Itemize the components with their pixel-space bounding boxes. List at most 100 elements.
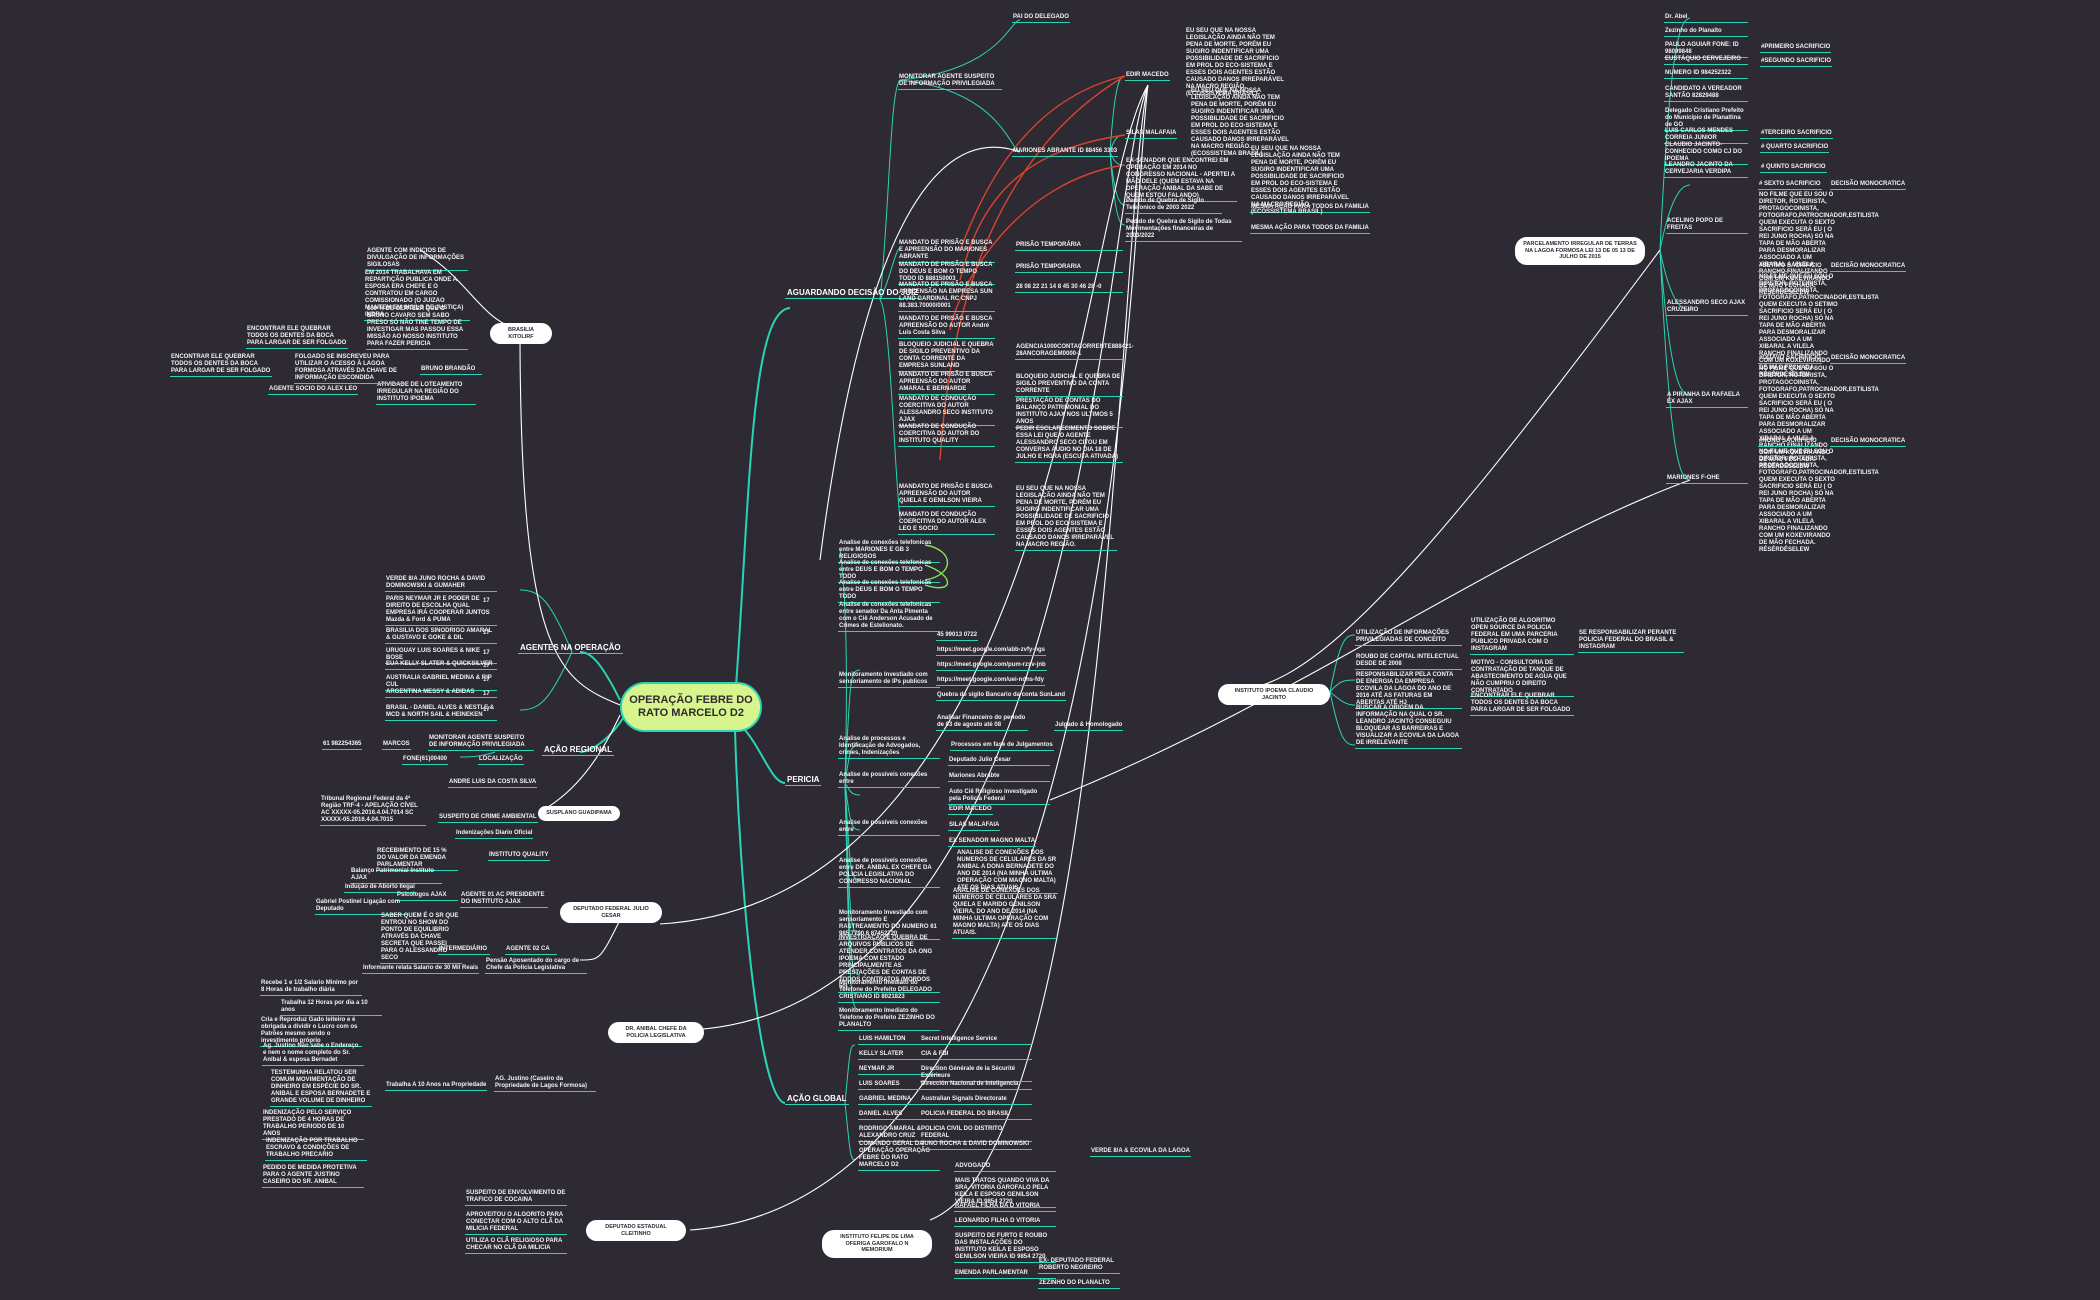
ip-item[interactable]: https://meet.google.com/uei-ndns-fdy	[936, 677, 1046, 686]
ip-item[interactable]: https://meet.google.com/abb-zvfy-ngs	[936, 647, 1047, 656]
brasilia-item[interactable]: ATIVIDADE DE LOTEAMENTO IRREGULAR NA REG…	[376, 382, 476, 405]
mandado-detail[interactable]: PRISÃO TEMPORARIA	[1015, 264, 1123, 273]
right-group-tag[interactable]: #NONO SACRIFICIO	[1758, 438, 1818, 447]
ipoema-detail[interactable]: MOTIVO - CONSULTORIA DE CONTRATAÇÃO DE T…	[1470, 660, 1574, 697]
ipoema-item[interactable]: BUSCAR A ORIGEM DA INFORMAÇÃO NA QUAL O …	[1355, 705, 1462, 749]
mandado-detail[interactable]: PRESTAÇÃO DE CONTAS DO BALANÇO PATRIMONI…	[1015, 398, 1123, 428]
estadual-item[interactable]: SUSPEITO DE ENVOLVIMENTO DE TRAFICO DE C…	[465, 1190, 567, 1206]
ipoema-item[interactable]: UTILIZAÇÃO DE INFORMAÇÕES PRIVILEGIADAS …	[1355, 630, 1462, 646]
right-group-label[interactable]: MARIONES F-OHE	[1666, 475, 1748, 484]
suspeito-item[interactable]: Indenizações Diario Oficial	[455, 830, 534, 839]
brasilia-item[interactable]: 100 % DE CERTEZA QUE O BRUNO CAVARO SEM …	[366, 306, 468, 350]
ipoema-detail[interactable]: ENCONTRAR ELE QUEBRAR TODOS OS DENTES DA…	[1470, 693, 1574, 716]
mandado-item[interactable]: BLOQUEIO JUDICIAL E QUEBRA DE SIGILO PRE…	[898, 342, 995, 372]
brasilia-side-item[interactable]: AGENTE SOCIO DO ALEX LEO	[268, 386, 359, 395]
right-group-tag[interactable]: #SETIMO SACRIFICIO	[1758, 263, 1823, 272]
branch-acao-regional[interactable]: AÇÃO REGIONAL	[542, 745, 614, 756]
anibal-mid-item[interactable]: Informante relata Salario de 30 Mil Reai…	[362, 965, 480, 974]
global-item[interactable]: COMANDO GERAL DA OPERAÇÃO OPERAÇÃO FEBRE…	[858, 1141, 940, 1171]
right-group-decision[interactable]: DECISÃO MONOCRATICA	[1830, 355, 1907, 364]
anibal-item[interactable]: INDENIZAÇÃO POR TRABALHO ESCRAVO & CONDI…	[265, 1138, 367, 1161]
right-list-tag[interactable]: # QUINTO SACRIFICIO	[1760, 164, 1827, 173]
anibal-item[interactable]: Recebe 1 e 1/2 Salario Minimo por 8 Hora…	[260, 980, 362, 996]
suspeito-item[interactable]: Tribunal Regional Federal da 4ª Região T…	[320, 796, 426, 826]
deputado-item[interactable]: Balanço Patrimonial Instituto AJAX	[350, 868, 442, 884]
pericia-item[interactable]: Analise de conexões telefonicas entre DE…	[838, 580, 940, 603]
node-pai-delegado[interactable]: PAI DO DELEGADO	[1012, 14, 1070, 23]
right-list-item[interactable]: Delegado Cristiano Prefeito do Município…	[1664, 108, 1748, 131]
mandado-detail[interactable]: AGENCIA1000CONTACORRENTE888421-28ANCORAG…	[1015, 344, 1134, 360]
rastreamento-detail[interactable]: ANALISE DE CONEXÕES DOS NUMEROS DE CELUL…	[952, 888, 1058, 939]
anibal-item[interactable]: PEDIDO DE MEDIDA PROTETIVA PARA O AGENTE…	[262, 1165, 364, 1188]
global-item[interactable]: NEYMAR JR	[858, 1066, 940, 1075]
anibal-item[interactable]: Cria e Reproduz Gado leiteiro e é obriga…	[260, 1017, 362, 1047]
brasilia-item[interactable]: ENCONTRAR ELE QUEBRAR TODOS OS DENTES DA…	[246, 326, 348, 349]
estadual-item[interactable]: UTILIZA O CLÃ RELIGIOSO PARA CHECAR NO C…	[465, 1238, 567, 1254]
node-edir-macedo[interactable]: EDIR MACEDO	[1125, 72, 1170, 81]
ip-financeiro[interactable]: Analisar Financeiro do periodo de 03 de …	[936, 715, 1028, 731]
right-list-item[interactable]: PAULO AGUIAR FONE: ID 98099848	[1664, 42, 1748, 58]
regional-fone[interactable]: FONE(61)00400	[402, 756, 449, 765]
agente-item[interactable]: BRASILIA DOS SINODRIGO AMARAL & GUSTAVO …	[385, 628, 497, 644]
pericia-item[interactable]: Analise de possíveis conexões entre	[838, 820, 940, 836]
conexao-a-item[interactable]: Deputado Julio Cesar	[948, 757, 1050, 766]
right-list-item[interactable]: CLAUDIO JACINTO- CONHECIDO COMO CJ DO IP…	[1664, 142, 1748, 165]
mandado-item[interactable]: MANDATO DE PRISÃO E BUSCA DO DEUS E BOM …	[898, 262, 995, 285]
bubble-deputado-estadual[interactable]: DEPUTADO ESTADUAL CLEITINHO	[586, 1220, 686, 1241]
deputado-item[interactable]: Gabriel Postinel Ligação com Deputado	[315, 899, 407, 915]
global-item[interactable]: LUIS SOARES	[858, 1081, 940, 1090]
deputado-item[interactable]: Indução de Aborto Ilegal	[344, 884, 416, 893]
node-monitorar-agente[interactable]: MONITORAR AGENTE SUSPEITO DE INFORMAÇÃO …	[898, 74, 1002, 90]
node-mariones[interactable]: MARIONES ABRANTE ID 88456 3303	[1012, 148, 1119, 157]
pericia-item[interactable]: Monitoramento Investiado com sensoriamen…	[838, 672, 940, 688]
anibal-item[interactable]: Ag. Justino Não sabe o Endereço e nem o …	[262, 1043, 364, 1066]
deputado-item[interactable]: AGENTE 02 CA	[505, 946, 557, 955]
agente-item[interactable]: AUSTRALIA GABRIEL MEDINA & RIP CUL	[385, 675, 497, 691]
regional-monitorar[interactable]: MONITORAR AGENTE SUSPEITO DE INFORMAÇÃO …	[428, 735, 534, 751]
right-group-decision[interactable]: DECISÃO MONOCRATICA	[1830, 263, 1907, 272]
mandado-detail[interactable]: EU SEU QUE NA NOSSA LEGISLAÇÃO AINDA NÃO…	[1015, 486, 1117, 551]
ipoema-extra[interactable]: SE RESPONSABILIZAR PERANTE POLICIA FEDER…	[1578, 630, 1684, 653]
conexao-b-item[interactable]: EDIR MACEDO	[948, 806, 993, 815]
anibal-mid-item[interactable]: Pensão Aposentado do cargo de Chefe da P…	[485, 958, 587, 974]
regional-localizacao[interactable]: LOCALIZAÇÃO	[478, 756, 524, 765]
brasilia-item[interactable]: BRUNO BRANDÃO	[420, 366, 482, 375]
agente-item[interactable]: ARGENTINA MESSY & ADIDAS	[385, 689, 497, 698]
right-group-label[interactable]: ALESSANDRO SECO AJAX CRUZEIRO	[1666, 300, 1748, 316]
deputado-item[interactable]: RECEBIMENTO DE 15 % DO VALOR DA EMENDA P…	[376, 848, 458, 871]
conexao-a-item[interactable]: Mariones Abrabte	[948, 773, 1050, 782]
node-silas-malafaia[interactable]: SILAS MALAFAIA	[1125, 130, 1178, 139]
mandado-detail[interactable]: PRISÃO TEMPORÁRIA	[1015, 242, 1123, 251]
felipe-item[interactable]: ADVOGADO	[954, 1163, 1056, 1172]
mandado-item[interactable]: MANDATO DE CONDUÇÃO COERCITIVA DO AUTOR …	[898, 512, 995, 535]
felipe-item[interactable]: LEONARDO FILHA D VITORIA	[954, 1218, 1056, 1227]
right-group-label[interactable]: ACELINO POPO DE FREITAS	[1666, 218, 1748, 234]
right-group-tag[interactable]: # SEXTO SACRIFICIO	[1758, 181, 1822, 190]
bubble-suspeito[interactable]: SUSPLANO GUADIPAMA	[538, 806, 620, 821]
mandado-item[interactable]: MANDATO DE PRISÃO E BUSCA E APREENSÃO DO…	[898, 240, 995, 263]
right-list-item[interactable]: Zezinho do Planalto	[1664, 28, 1748, 37]
mandado-item[interactable]: MANDATO DE CONDUÇÃO COERCITIVA DO AUTOR …	[898, 396, 995, 426]
regional-phone[interactable]: 61 982254365	[322, 741, 363, 750]
ip-financeiro-detail[interactable]: Julgado & Homologado	[1054, 722, 1124, 731]
global-item[interactable]: DANIEL ALVES	[858, 1111, 940, 1120]
global-detail[interactable]: CIA & FBI	[920, 1051, 1032, 1060]
brasilia-item[interactable]: EM 2014 TRABALHAVA EM REPARTIÇÃO PUBLICA…	[364, 270, 470, 321]
ip-item[interactable]: Quebra de sigilo Bancario da conta SunLa…	[936, 692, 1067, 701]
right-list-item[interactable]: EUSTÁQUIO CERVEJEIRO	[1664, 56, 1748, 65]
pericia-item[interactable]: Analise de possíveis conexões entre DR. …	[838, 858, 940, 888]
bubble-brasilia[interactable]: BRASILIA KITOLIRF	[490, 323, 552, 344]
conexao-b-item[interactable]: SILAS MALAFAIA	[948, 822, 1001, 831]
felipe-item[interactable]: MAIS TRATOS QUANDO VIVA DA SRA. VITORIA …	[954, 1178, 1056, 1208]
node-ex-senador[interactable]: EX-SENADOR QUE ENCONTREI EM OPERAÇÃO EM …	[1125, 158, 1237, 202]
processos-detail[interactable]: Processos em fase de Julgamentos	[950, 742, 1054, 751]
mandado-detail[interactable]: BLOQUEIO JUDICIAL E QUEBRA DE SIGILO PRE…	[1015, 374, 1123, 397]
ipoema-item[interactable]: ROUBO DE CAPITAL INTELECTUAL DESDE DE 20…	[1355, 654, 1462, 670]
suspeito-item[interactable]: SUSPEITO DE CRIME AMBIENTAL	[438, 814, 538, 823]
mandado-item[interactable]: MANDATO DE CONDUÇÃO COERCITIVA DO AUTOR …	[898, 424, 995, 447]
ip-item[interactable]: https://meet.google.com/pum-rzsv-jnb	[936, 662, 1047, 671]
central-topic[interactable]: OPERAÇÃO FEBRE DO RATO MARCELO D2	[620, 682, 762, 732]
right-group-decision[interactable]: DECISÃO MONOCRATICA	[1830, 438, 1907, 447]
agente-item[interactable]: PARIS NEYMAR JR E PODER DE DIREITO DE ES…	[385, 596, 497, 626]
